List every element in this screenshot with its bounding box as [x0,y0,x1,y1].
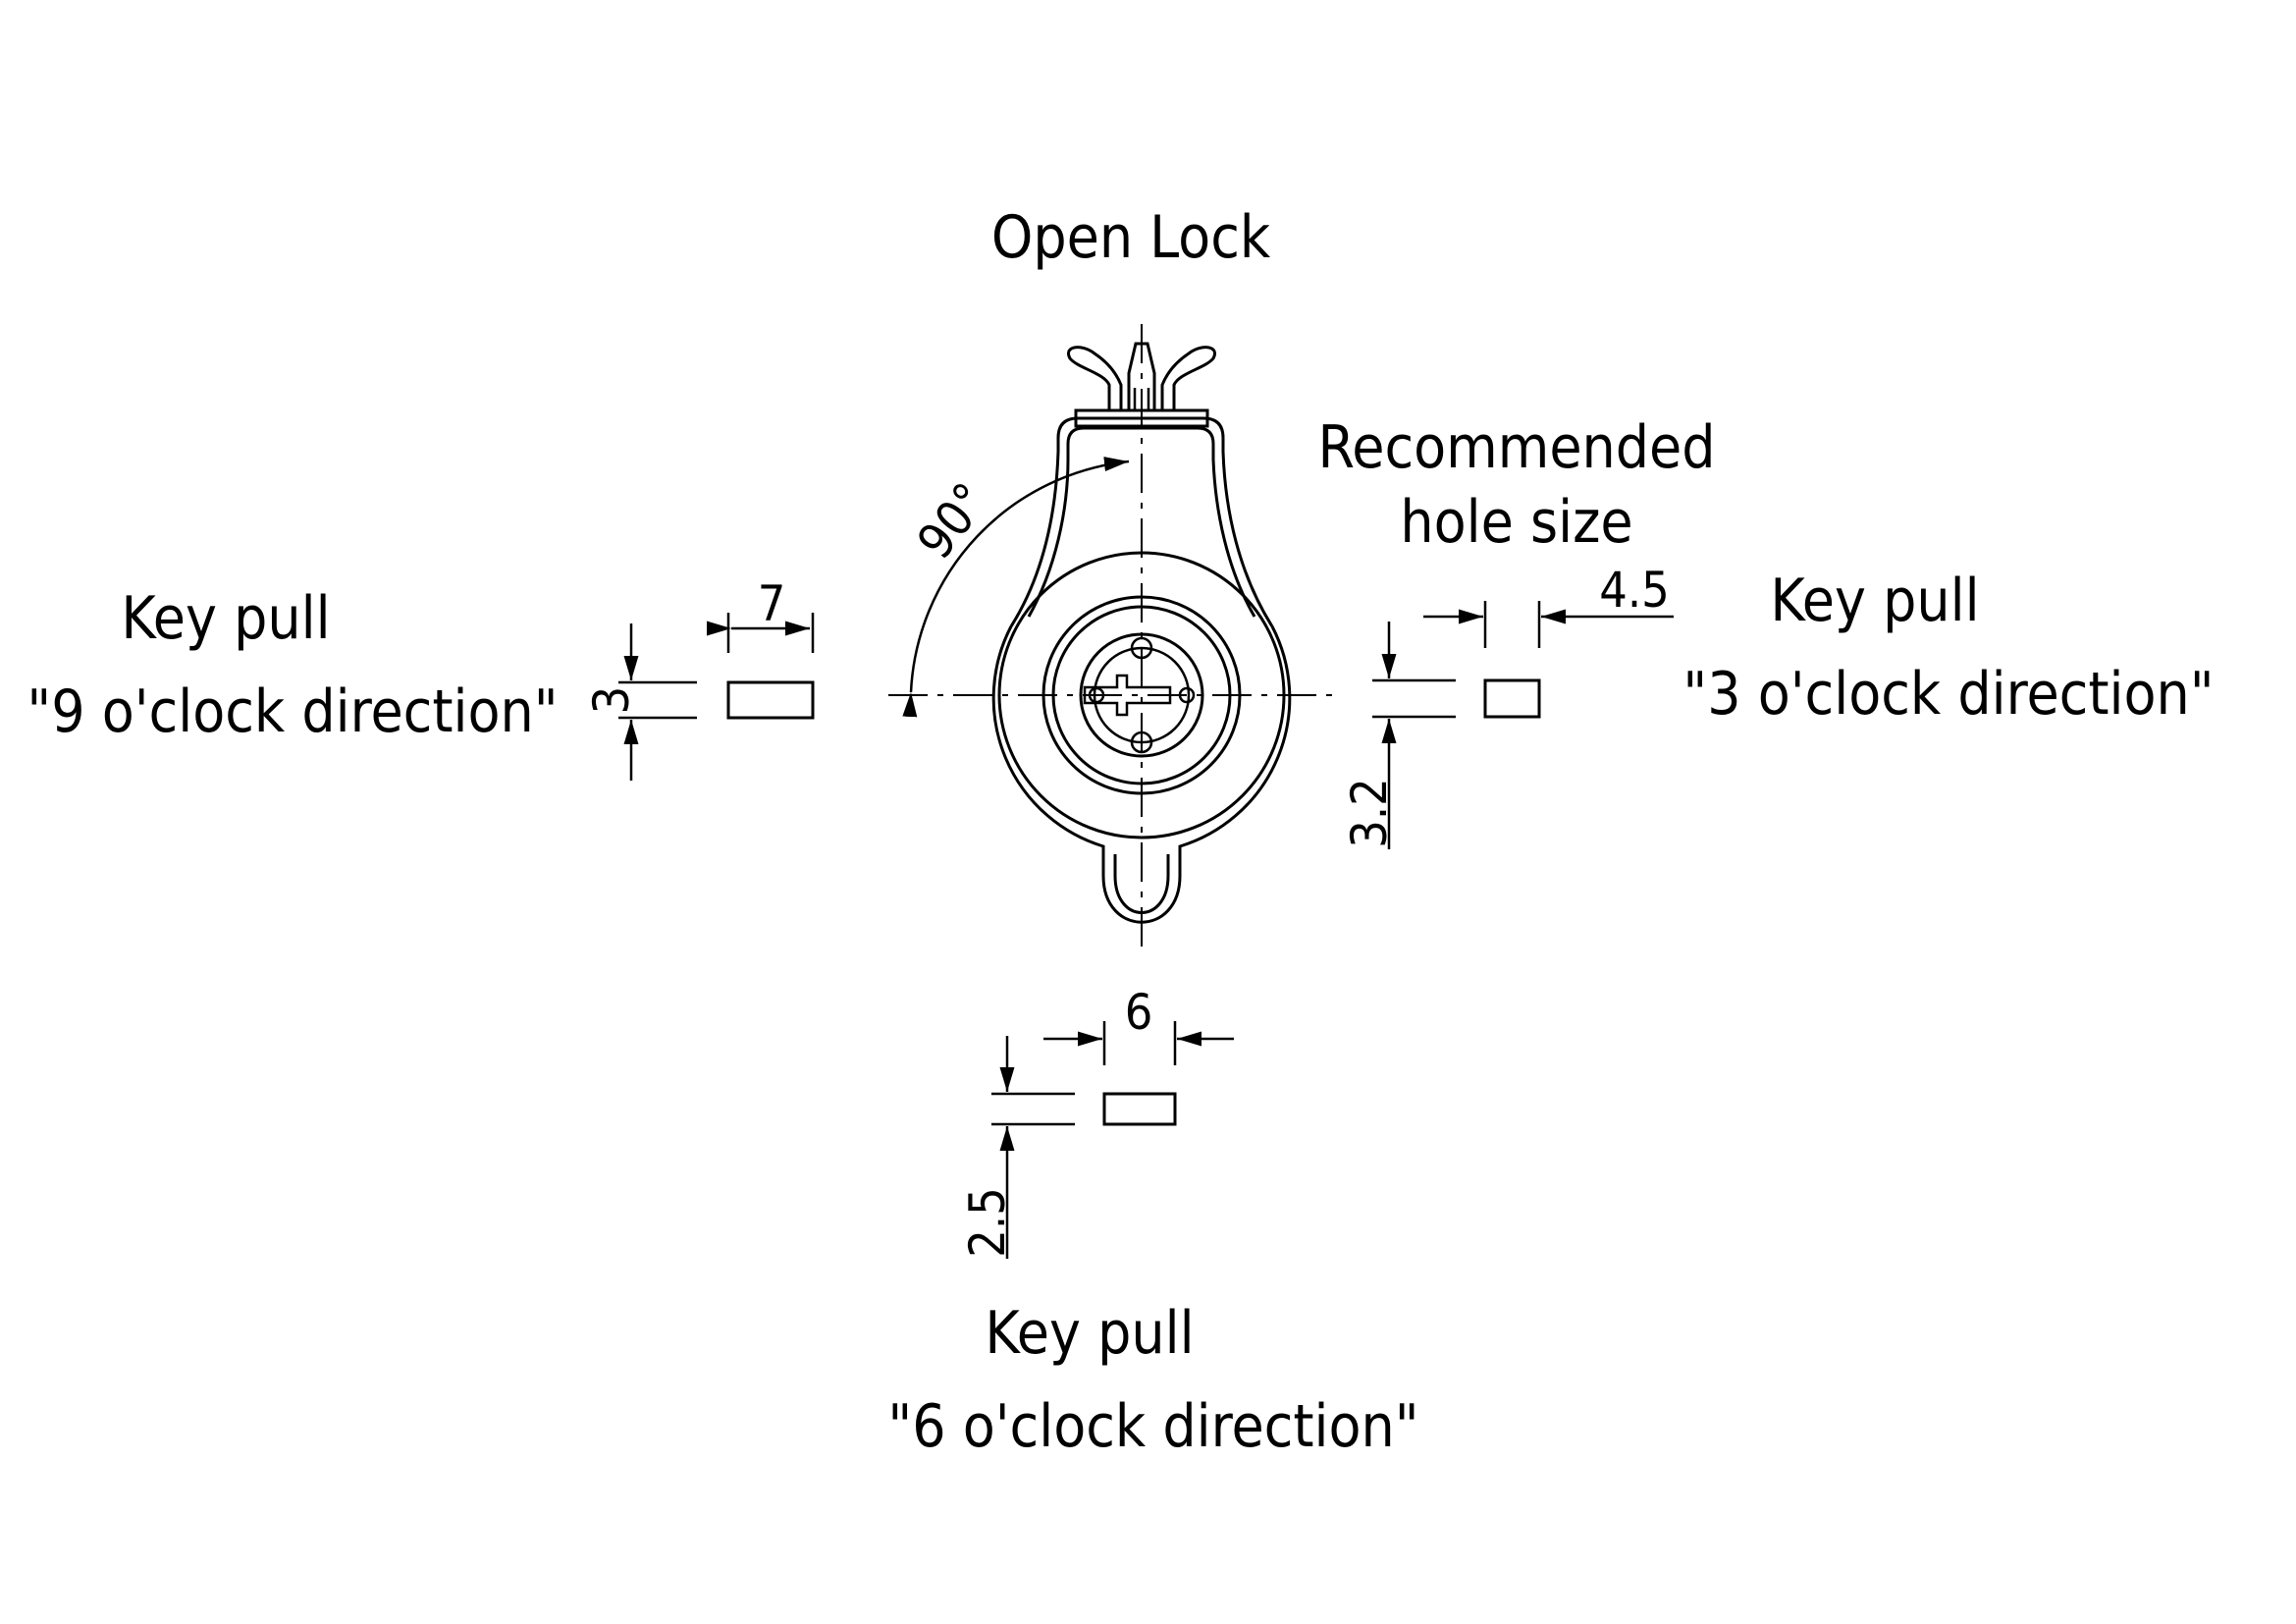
recommended-label-line2: hole size [1400,488,1632,557]
key-pull-3-line1: Key pull [1770,567,1979,635]
angle-label: 90° [906,472,999,569]
hole-6-width: 6 [1125,984,1153,1041]
key-pull-9-line1: Key pull [121,584,330,653]
hole-9-rect [726,680,815,720]
hole-3-rect [1483,678,1541,719]
title-open-lock: Open Lock [991,203,1271,272]
hole-9-width: 7 [758,575,786,632]
key-pull-6-line1: Key pull [985,1299,1194,1368]
hole-9-height: 3 [583,686,640,715]
hole-6-height: 2.5 [959,1187,1016,1258]
key-pull-9-line2: "9 o'clock direction" [27,677,558,746]
hole-9-oclock: 7 3 [583,575,815,781]
hole-3-width: 4.5 [1599,562,1670,619]
hole-3-height: 3.2 [1341,778,1398,848]
hole-6-rect [1102,1092,1177,1126]
key-pull-3-line2: "3 o'clock direction" [1682,660,2214,729]
key-pull-6-line2: "6 o'clock direction" [887,1392,1418,1461]
lock-body [888,324,1335,952]
recommended-label-line1: Recommended [1317,413,1715,482]
hole-3-oclock: 4.5 3.2 [1341,562,1674,849]
hole-6-oclock: 6 2.5 [959,984,1234,1259]
